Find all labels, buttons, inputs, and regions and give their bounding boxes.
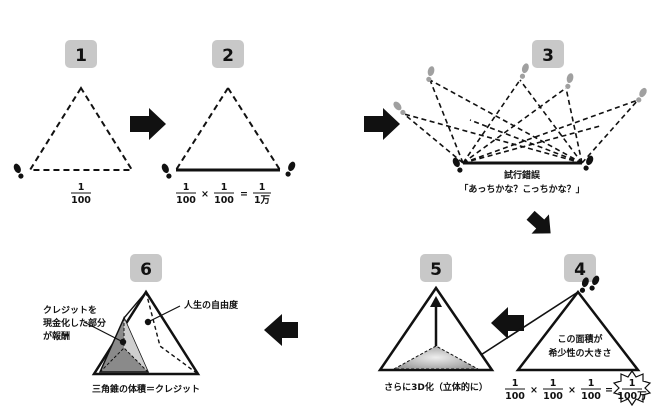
fraction-denominator: 100: [505, 391, 525, 402]
arrow-down-right-icon: [526, 210, 551, 234]
footprint-icon: [634, 86, 649, 104]
step-4-equation: 1 100 × 1 100 × 1 100 = 1 100万: [505, 369, 652, 407]
fraction-denominator: 100: [71, 195, 91, 206]
step-4-number: 4: [574, 260, 586, 280]
times-sign: ×: [568, 385, 576, 396]
footprint-icon: [391, 100, 408, 117]
step-6-dashed-outline: [145, 291, 199, 375]
step-5-number: 5: [430, 260, 442, 280]
step-3-badge: 3: [532, 40, 564, 68]
footprint-icon: [425, 65, 436, 83]
step-1: 1 1 100: [12, 40, 134, 206]
equals-sign: =: [605, 385, 613, 396]
step-6-inner-pyramid-face: [124, 318, 148, 372]
step-4-badge: 4: [564, 254, 596, 282]
step-6-credit-label-line1: クレジットを: [43, 305, 97, 316]
step-1-dashed-triangle: [28, 86, 134, 171]
equals-sign: =: [240, 189, 248, 200]
step-1-badge: 1: [65, 40, 97, 68]
step-6-badge: 6: [130, 254, 162, 282]
step-3-caption-line1: 試行錯誤: [504, 169, 541, 181]
footprint-icon: [284, 160, 297, 178]
fraction-numerator: 1: [78, 182, 85, 193]
step-4-solid-triangle: [515, 289, 641, 372]
step-5-badge: 5: [420, 254, 452, 282]
fraction-denominator: 1万: [254, 195, 271, 206]
step-2-number: 2: [222, 46, 234, 66]
fraction-denominator: 100: [581, 391, 601, 402]
burst-icon: [612, 369, 652, 407]
step-6-caption: 三角錐の体積＝クレジット: [92, 383, 200, 395]
fraction-denominator: 100万: [617, 391, 647, 402]
fraction-numerator: 1: [221, 182, 228, 193]
fraction-numerator: 1: [588, 378, 595, 389]
step-2-badge: 2: [212, 40, 244, 68]
connector-line: [469, 291, 579, 363]
arrow-left-icon: [491, 307, 524, 339]
fraction-denominator: 100: [543, 391, 563, 402]
footprint-icon: [160, 162, 173, 180]
step-2: 2 1 100 × 1 100 = 1 1万: [160, 40, 297, 206]
arrow-right-icon: [364, 108, 400, 140]
step-3-number: 3: [542, 46, 554, 66]
fraction-numerator: 1: [550, 378, 557, 389]
step-6-freedom-label: 人生の自由度: [183, 299, 239, 311]
step-5-caption: さらに3D化（立体的に）: [384, 381, 488, 393]
arrow-right-icon: [130, 108, 166, 140]
footprint-icon: [12, 162, 25, 180]
step-6-credit-label-line2: 現金化した部分: [43, 317, 106, 329]
step-1-fraction: 1 100: [71, 182, 91, 206]
step-6: 6 クレジットを 現金化した部分 が報酬 人生の自由度 三角錐の体積＝クレジット: [43, 254, 239, 395]
footprint-icon: [518, 62, 531, 80]
step-3: 3 試行錯誤 「あっちかな？こっちかな？」: [391, 40, 649, 195]
step-4-area-label-line1: この面積が: [557, 333, 603, 345]
times-sign: ×: [530, 385, 538, 396]
step-1-number: 1: [75, 46, 87, 66]
fraction-denominator: 100: [214, 195, 234, 206]
footprint-icon: [564, 72, 575, 90]
step-6-credit-label-line3: が報酬: [43, 330, 70, 342]
footprint-icon: [582, 154, 595, 172]
step-2-equation: 1 100 × 1 100 = 1 1万: [176, 182, 271, 206]
fraction-numerator: 1: [629, 378, 636, 389]
arrow-up-icon: [430, 296, 442, 307]
step-3-caption-line2: 「あっちかな？こっちかな？」: [459, 183, 584, 195]
step-5-shaded-base: [393, 345, 479, 370]
step-6-number: 6: [140, 260, 152, 280]
times-sign: ×: [201, 189, 209, 200]
arrow-left-icon: [264, 314, 298, 346]
step-4: 4 この面積が 希少性の大きさ 1 100 × 1 100 × 1 100 = …: [505, 254, 652, 407]
trial-dashed-lines: [403, 79, 639, 164]
step-4-area-label-line2: 希少性の大きさ: [548, 347, 611, 359]
fraction-numerator: 1: [183, 182, 190, 193]
fraction-denominator: 100: [176, 195, 196, 206]
fraction-numerator: 1: [512, 378, 519, 389]
fraction-numerator: 1: [259, 182, 266, 193]
step-5: 5 さらに3D化（立体的に）: [377, 254, 495, 393]
